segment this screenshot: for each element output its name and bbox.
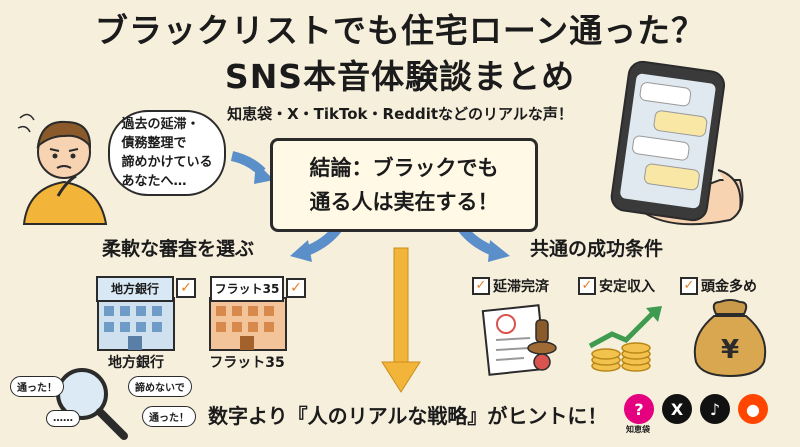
check-icon: ✓ [680,277,698,295]
condition-label: 頭金多め [701,279,757,295]
tiktok-icon: ♪ [700,394,730,424]
rising-coins-chart-icon [588,306,662,372]
condition-item-repaid: ✓ 延滞完済 [472,276,549,296]
regional-bank-sign: 地方銀行 [96,276,174,302]
stamped-document-icon [481,304,557,376]
check-icon: ✓ [578,277,596,295]
footer-message: 数字より『人のリアルな戦略』がヒントに！ [208,404,608,428]
money-bag-icon: ¥ [693,299,767,378]
page-subtitle: 知恵袋・X・TikTok・Redditなどのリアルな声！ [227,105,573,123]
check-icon: ✓ [286,278,306,298]
chat-bubble-passed-2: 通った！ [142,406,196,427]
smartphone-illustration [610,60,744,226]
chiebukuro-icon: ? [624,394,654,424]
flat35-caption: フラット35 [209,355,285,371]
conclusion-box: 結論：ブラックでも 通る人は実在する！ [270,138,538,232]
reddit-icon: ● [738,394,768,424]
chiebukuro-label: 知恵袋 [626,425,650,434]
check-icon: ✓ [176,278,196,298]
x-logo-icon: X [662,394,692,424]
conclusion-line1: 結論：ブラックでも [309,156,499,180]
check-icon: ✓ [472,277,490,295]
chat-bubble-dont-give-up: 諦めないで [128,376,192,397]
condition-item-downpayment: ✓ 頭金多め [680,276,757,296]
condition-item-income: ✓ 安定収入 [578,276,655,296]
regional-bank-building-icon [97,297,175,351]
condition-label: 延滞完済 [493,279,549,295]
conclusion-line2: 通る人は実在する！ [309,190,499,214]
regional-bank-caption: 地方銀行 [108,355,164,371]
condition-label: 安定収入 [599,279,655,295]
yen-symbol: ¥ [721,335,739,365]
flat35-building-icon [209,297,287,351]
chat-bubble-ellipsis: …… [46,410,80,427]
page-title-line1: ブラックリストでも住宅ローン通った？ [94,11,706,50]
magnifier-icon [56,368,128,440]
flat35-sign: フラット35 [210,276,284,302]
right-section-heading: 共通の成功条件 [530,238,664,260]
worried-person-illustration [17,113,108,225]
left-section-heading: 柔軟な審査を選ぶ [102,238,255,260]
worry-speech-bubble: 過去の延滞・ 債務整理で 諦めかけている あなたへ… [108,110,226,196]
chat-bubble-passed: 通った！ [10,376,64,397]
page-title-line2: SNS本音体験談まとめ [224,57,576,96]
